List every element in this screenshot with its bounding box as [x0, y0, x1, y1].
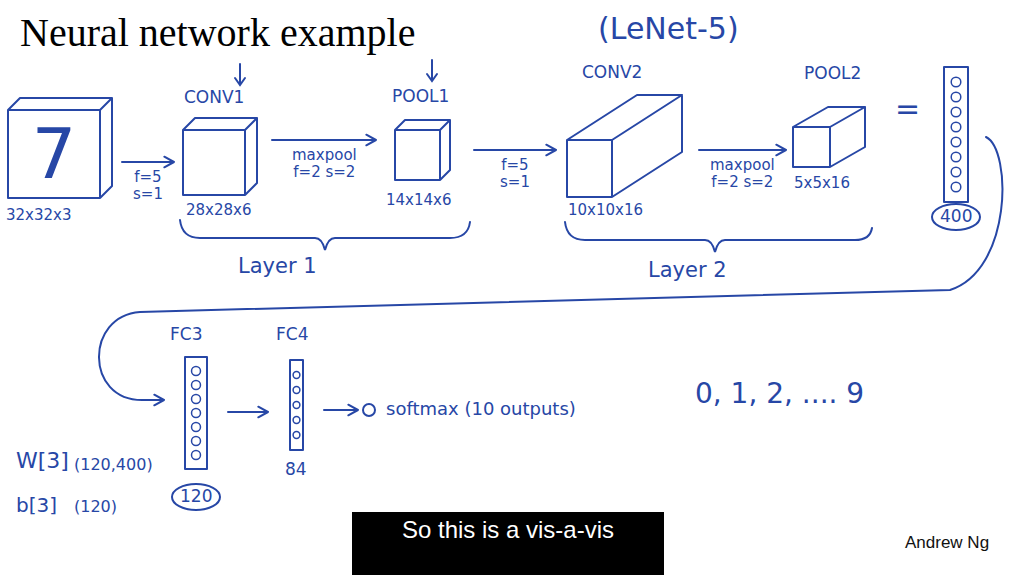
neuron-dot — [192, 381, 201, 390]
neuron-dot — [951, 152, 961, 162]
slide-title: Neural network example — [20, 10, 415, 56]
down-arrow — [235, 64, 245, 85]
layer-name: POOL2 — [804, 64, 861, 84]
author-credit: Andrew Ng — [905, 533, 989, 553]
dimension-label: 10x10x16 — [568, 202, 643, 219]
edge-label: maxpool f=2 s=2 — [292, 147, 357, 182]
edge-label: maxpool f=2 s=2 — [710, 157, 775, 192]
vector-outline — [944, 67, 968, 202]
input-digit: 7 — [8, 110, 100, 198]
layer-name: FC4 — [276, 325, 308, 345]
neuron-dot — [192, 423, 201, 432]
conv-volume: CONV2 10x10x16 — [560, 55, 695, 222]
neuron-dot — [951, 182, 961, 192]
softmax-unit: softmax (10 outputs) — [362, 398, 579, 423]
cube-outline — [567, 95, 682, 197]
neuron-dot — [951, 107, 961, 117]
model-name: (LeNet-5) — [598, 12, 739, 47]
cube-outline — [8, 98, 112, 198]
dimension-label: (120,400) — [74, 456, 153, 474]
dimension-label: 28x28x6 — [186, 202, 251, 219]
neuron-dot — [951, 77, 961, 87]
dimension-label: (120) — [74, 498, 117, 516]
flatten-vector: 400 — [922, 62, 984, 232]
output-node — [363, 404, 375, 416]
neuron-dot — [192, 367, 201, 376]
circled-number — [932, 204, 980, 230]
connector-arrow — [272, 135, 376, 146]
dimension-label: 5x5x16 — [794, 175, 850, 192]
connector-arrow — [99, 137, 1002, 405]
cube-outline — [395, 120, 450, 180]
neuron-dot — [293, 417, 300, 424]
neuron-dot — [293, 432, 300, 439]
edge-label: f=5 s=1 — [500, 157, 530, 192]
equals-sign: = — [895, 92, 920, 127]
group-label: Layer 2 — [648, 258, 727, 282]
neuron-dot — [293, 402, 300, 409]
brace — [565, 222, 872, 252]
dimension-label: 14x14x6 — [386, 192, 451, 209]
unit-count: 84 — [285, 460, 307, 480]
brace — [180, 220, 470, 250]
pool-volume: POOL2 5x5x16 — [790, 52, 880, 195]
connector-arrow — [228, 407, 268, 418]
group-label: Layer 1 — [238, 254, 317, 278]
neuron-dot — [951, 167, 961, 177]
unit-count: 120 — [180, 487, 212, 507]
output-label: softmax (10 outputs) — [386, 399, 576, 420]
layer-name: FC3 — [170, 325, 202, 345]
neuron-dot — [192, 409, 201, 418]
neuron-dot — [192, 395, 201, 404]
neuron-dot — [951, 122, 961, 132]
layer-name: CONV2 — [582, 63, 642, 83]
connector-arrow — [474, 145, 556, 156]
circled-number — [172, 484, 220, 510]
vector-outline — [185, 357, 207, 469]
cube-outline — [793, 107, 865, 167]
neuron-dot — [192, 437, 201, 446]
fc-vector: FC4 84 — [272, 325, 320, 495]
dimension-label: 32x32x3 — [6, 207, 71, 224]
conv-volume: CONV1 28x28x6 — [178, 80, 268, 222]
neuron-dot — [293, 372, 300, 379]
unit-count: 400 — [940, 207, 972, 227]
connector-arrow — [699, 145, 786, 156]
input-image: 7 32x32x3 — [6, 95, 118, 230]
class-list: 0, 1, 2, .... 9 — [695, 378, 864, 410]
layer-name: POOL1 — [392, 87, 449, 107]
vector-outline — [290, 360, 303, 450]
layer-name: CONV1 — [184, 88, 244, 108]
subtitle-caption: So this is a vis-a-vis — [352, 516, 664, 544]
connector-arrow — [122, 157, 174, 168]
neuron-dot — [293, 387, 300, 394]
weight-symbol: W[3] — [16, 448, 69, 473]
cube-outline — [183, 118, 257, 195]
edge-label: f=5 s=1 — [133, 169, 163, 204]
connector-arrow — [324, 405, 358, 416]
neuron-dot — [951, 92, 961, 102]
bias-symbol: b[3] — [16, 494, 57, 517]
down-arrow — [427, 60, 437, 81]
pool-volume: POOL1 14x14x6 — [380, 75, 470, 212]
neuron-dot — [192, 451, 201, 460]
neuron-dot — [951, 137, 961, 147]
caption-bar — [352, 512, 664, 575]
fc-vector: FC3 120 — [166, 325, 224, 520]
